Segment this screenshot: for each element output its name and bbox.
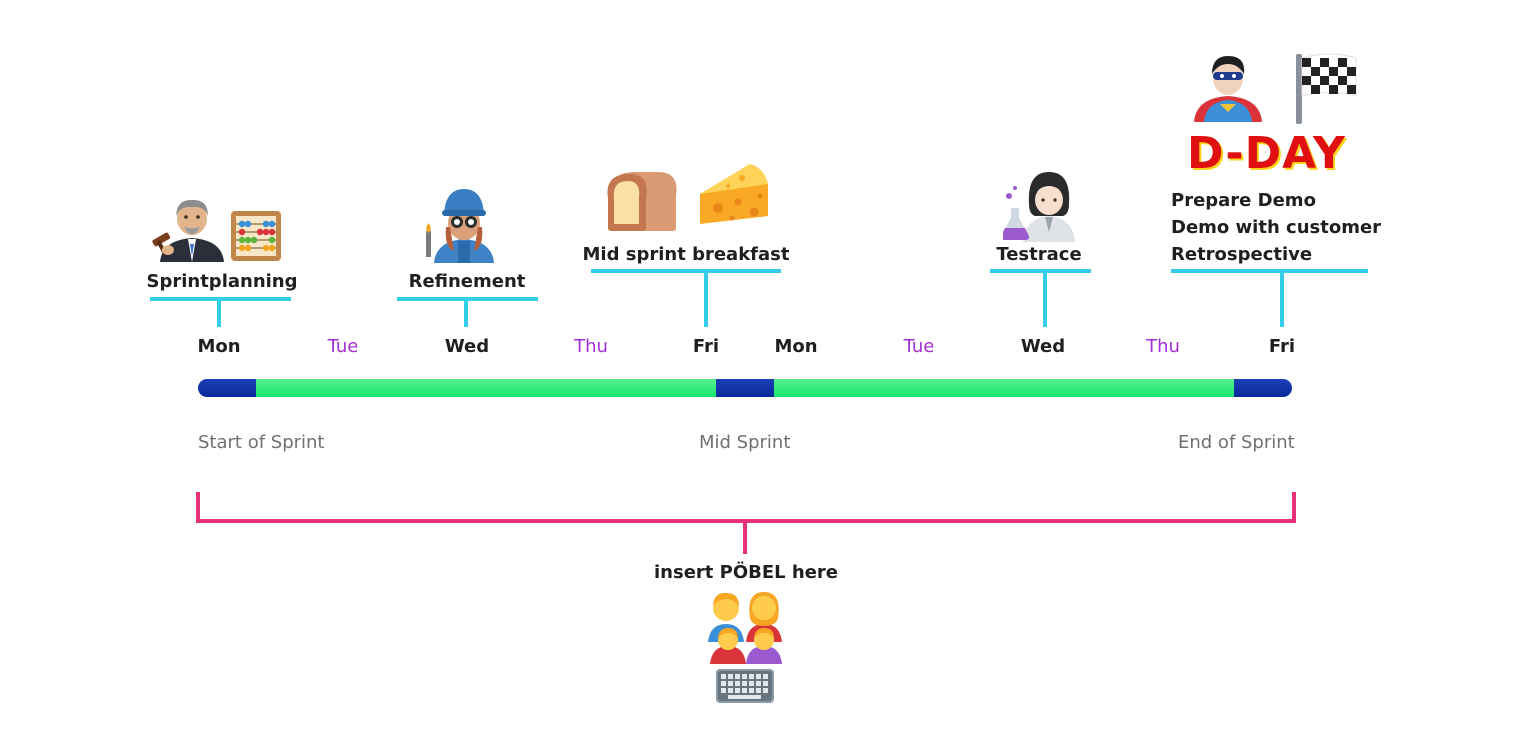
event-refinement-label: Refinement bbox=[408, 271, 526, 292]
family-icon bbox=[706, 590, 784, 664]
timeline-segment-week1 bbox=[256, 379, 716, 397]
cheese-icon bbox=[698, 162, 770, 228]
event-testrace-label: Testrace bbox=[996, 244, 1082, 265]
footer-label: insert PÖBEL here bbox=[653, 562, 839, 583]
day-label: Fri bbox=[1268, 336, 1296, 357]
dday-title: D-DAY bbox=[1187, 128, 1346, 179]
day-label: Wed bbox=[444, 336, 490, 357]
start-of-sprint-label: Start of Sprint bbox=[198, 432, 325, 453]
checkered-flag-icon bbox=[1294, 52, 1358, 124]
day-label: Tue bbox=[903, 336, 935, 357]
event-breakfast-label: Mid sprint breakfast bbox=[582, 244, 790, 265]
dday-item-prepare: Prepare Demo bbox=[1171, 190, 1316, 211]
timeline-segment-start bbox=[198, 379, 256, 397]
timeline-segment-end bbox=[1234, 379, 1292, 397]
abacus-icon bbox=[230, 210, 282, 262]
dday-item-demo: Demo with customer bbox=[1171, 217, 1382, 238]
day-label: Thu bbox=[1146, 336, 1180, 357]
timeline-segment-week2 bbox=[774, 379, 1234, 397]
judge-icon bbox=[150, 196, 225, 262]
end-of-sprint-label: End of Sprint bbox=[1178, 432, 1295, 453]
connector-testrace-bar bbox=[990, 269, 1091, 273]
day-label: Tue bbox=[327, 336, 359, 357]
bracket-right-tick bbox=[1292, 492, 1296, 523]
connector-breakfast-bar bbox=[591, 269, 781, 273]
connector-dday-bar bbox=[1171, 269, 1368, 273]
factory-worker-icon bbox=[420, 187, 496, 263]
connector-sprintplanning-stem bbox=[217, 297, 221, 327]
connector-dday-stem bbox=[1280, 269, 1284, 327]
bread-icon bbox=[604, 168, 680, 232]
day-label: Thu bbox=[574, 336, 608, 357]
day-label: Fri bbox=[692, 336, 720, 357]
event-sprintplanning-label: Sprintplanning bbox=[146, 271, 298, 292]
bracket-left-tick bbox=[196, 492, 200, 523]
connector-testrace-stem bbox=[1043, 269, 1047, 327]
connector-breakfast-stem bbox=[704, 269, 708, 327]
timeline-segment-mid bbox=[716, 379, 774, 397]
connector-refinement-stem bbox=[464, 297, 468, 327]
sprint-timeline-bar bbox=[198, 379, 1292, 397]
day-label: Mon bbox=[197, 336, 241, 357]
superhero-icon bbox=[1190, 54, 1266, 122]
day-label: Mon bbox=[774, 336, 818, 357]
dday-item-retro: Retrospective bbox=[1171, 244, 1313, 265]
keyboard-icon bbox=[716, 669, 774, 703]
mid-sprint-label: Mid Sprint bbox=[699, 432, 791, 453]
scientist-icon bbox=[1003, 170, 1079, 242]
day-label: Wed bbox=[1020, 336, 1066, 357]
bracket-stem bbox=[743, 519, 747, 554]
